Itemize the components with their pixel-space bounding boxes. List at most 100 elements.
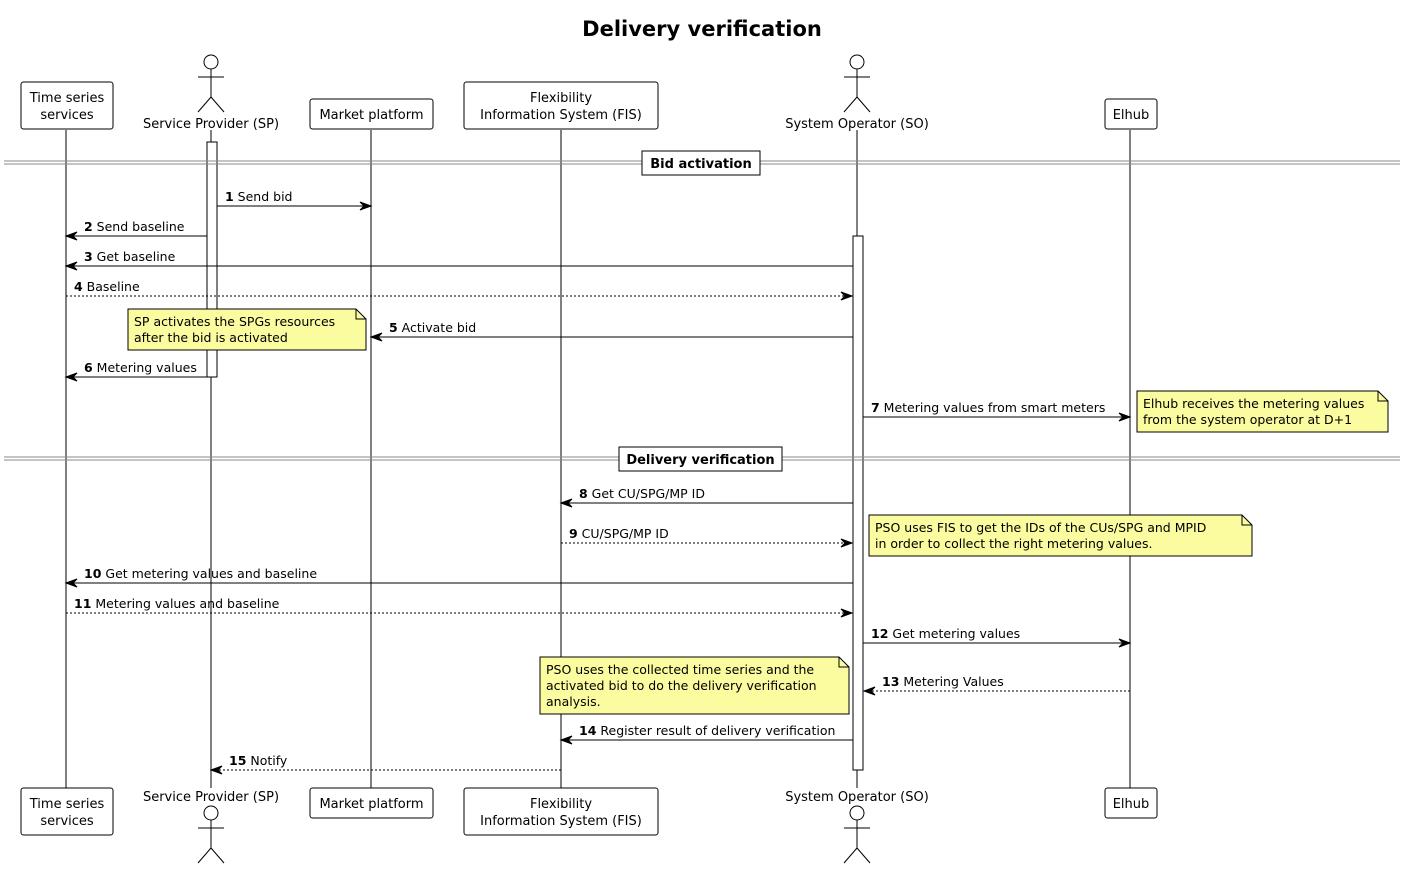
- participant-elhub-bottom[interactable]: Elhub: [1104, 787, 1158, 819]
- message-number: 5: [389, 320, 398, 335]
- message-14[interactable]: 14 Register result of delivery verificat…: [559, 723, 853, 745]
- arrow-head-icon: [840, 608, 854, 618]
- message-text: Activate bid: [398, 320, 477, 335]
- message-8[interactable]: 8 Get CU/SPG/MP ID: [559, 486, 853, 508]
- message-text: Metering values from smart meters: [880, 400, 1106, 415]
- message-text: Register result of delivery verification: [596, 723, 835, 738]
- message-label: 4 Baseline: [74, 279, 140, 294]
- participant-label: services: [40, 814, 94, 829]
- arrow-head-icon: [862, 686, 876, 696]
- message-number: 12: [871, 626, 888, 641]
- participant-box: [463, 787, 659, 836]
- group-separator: Bid activation: [4, 150, 1400, 176]
- participant-label: Service Provider (SP): [143, 790, 279, 805]
- participant-box: [463, 81, 659, 130]
- message-label: 12 Get metering values: [871, 626, 1020, 641]
- message-text: Get CU/SPG/MP ID: [588, 486, 705, 501]
- participant-elhub-top[interactable]: Elhub: [1104, 98, 1158, 130]
- arrow-head-icon: [559, 498, 573, 508]
- message-text: Get metering values: [888, 626, 1020, 641]
- message-number: 1: [225, 189, 234, 204]
- arrow-head-icon: [1118, 412, 1132, 422]
- note-fold-icon: [1377, 391, 1388, 402]
- note-fold-icon: [838, 657, 849, 668]
- participant-sp-top[interactable]: Service Provider (SP): [143, 54, 279, 132]
- message-13[interactable]: 13 Metering Values: [862, 674, 1130, 696]
- message-6[interactable]: 6 Metering values: [64, 360, 207, 382]
- participant-so-bottom[interactable]: System Operator (SO): [785, 790, 929, 864]
- note-text: from the system operator at D+1: [1143, 412, 1352, 427]
- message-number: 8: [579, 486, 588, 501]
- note-text: after the bid is activated: [134, 330, 288, 345]
- message-label: 14 Register result of delivery verificat…: [579, 723, 835, 738]
- actor-icon: [197, 54, 225, 113]
- message-text: Baseline: [83, 279, 140, 294]
- note-text: Elhub receives the metering values: [1143, 396, 1364, 411]
- group-label: Delivery verification: [626, 453, 774, 468]
- message-10[interactable]: 10 Get metering values and baseline: [64, 566, 853, 588]
- arrow-head-icon: [840, 291, 854, 301]
- message-label: 3 Get baseline: [84, 249, 176, 264]
- message-3[interactable]: 3 Get baseline: [64, 249, 853, 271]
- participant-mp-top[interactable]: Market platform: [309, 98, 434, 130]
- arrow-head-icon: [369, 332, 383, 342]
- message-number: 3: [84, 249, 93, 264]
- note-text: SP activates the SPGs resources: [134, 314, 335, 329]
- message-text: Send baseline: [93, 219, 185, 234]
- arrow-head-icon: [359, 201, 373, 211]
- participant-so-top[interactable]: System Operator (SO): [785, 54, 929, 132]
- actor-icon: [843, 54, 871, 113]
- message-text: Metering values: [93, 360, 197, 375]
- arrow-head-icon: [64, 261, 78, 271]
- message-7[interactable]: 7 Metering values from smart meters: [863, 400, 1132, 422]
- message-number: 10: [84, 566, 102, 581]
- actor-icon: [197, 805, 225, 864]
- participant-sp-bottom[interactable]: Service Provider (SP): [143, 790, 279, 864]
- activation-bar-so: [852, 235, 864, 771]
- participant-label: services: [40, 108, 94, 123]
- arrow-head-icon: [64, 578, 78, 588]
- participant-label: Elhub: [1113, 108, 1150, 123]
- message-label: 8 Get CU/SPG/MP ID: [579, 486, 705, 501]
- message-label: 10 Get metering values and baseline: [84, 566, 317, 581]
- participant-label: Information System (FIS): [480, 108, 642, 123]
- participant-label: Flexibility: [530, 797, 592, 812]
- activation-bar-sp: [206, 141, 218, 378]
- message-number: 4: [74, 279, 83, 294]
- message-label: 1 Send bid: [225, 189, 292, 204]
- participant-mp-bottom[interactable]: Market platform: [309, 787, 434, 819]
- participant-box: [309, 787, 434, 819]
- participant-label: Service Provider (SP): [143, 117, 279, 132]
- actor-icon: [843, 805, 871, 864]
- message-2[interactable]: 2 Send baseline: [64, 219, 207, 241]
- note: PSO uses FIS to get the IDs of the CUs/S…: [868, 514, 1253, 557]
- participant-label: System Operator (SO): [785, 117, 929, 132]
- message-label: 5 Activate bid: [389, 320, 476, 335]
- message-15[interactable]: 15 Notify: [209, 753, 561, 775]
- message-9[interactable]: 9 CU/SPG/MP ID: [561, 526, 854, 548]
- participant-label: Elhub: [1113, 797, 1150, 812]
- arrow-head-icon: [209, 765, 223, 775]
- message-4[interactable]: 4 Baseline: [66, 279, 854, 301]
- message-12[interactable]: 12 Get metering values: [863, 626, 1132, 648]
- message-number: 9: [569, 526, 578, 541]
- message-11[interactable]: 11 Metering values and baseline: [66, 596, 854, 618]
- note-fold-icon: [355, 309, 366, 320]
- message-text: Get metering values and baseline: [101, 566, 317, 581]
- message-1[interactable]: 1 Send bid: [217, 189, 373, 211]
- arrow-head-icon: [840, 538, 854, 548]
- message-number: 14: [579, 723, 597, 738]
- message-label: 9 CU/SPG/MP ID: [569, 526, 669, 541]
- message-5[interactable]: 5 Activate bid: [369, 320, 853, 342]
- participant-box: [20, 81, 114, 130]
- message-label: 2 Send baseline: [84, 219, 185, 234]
- participant-box: [20, 787, 114, 836]
- message-number: 11: [74, 596, 91, 611]
